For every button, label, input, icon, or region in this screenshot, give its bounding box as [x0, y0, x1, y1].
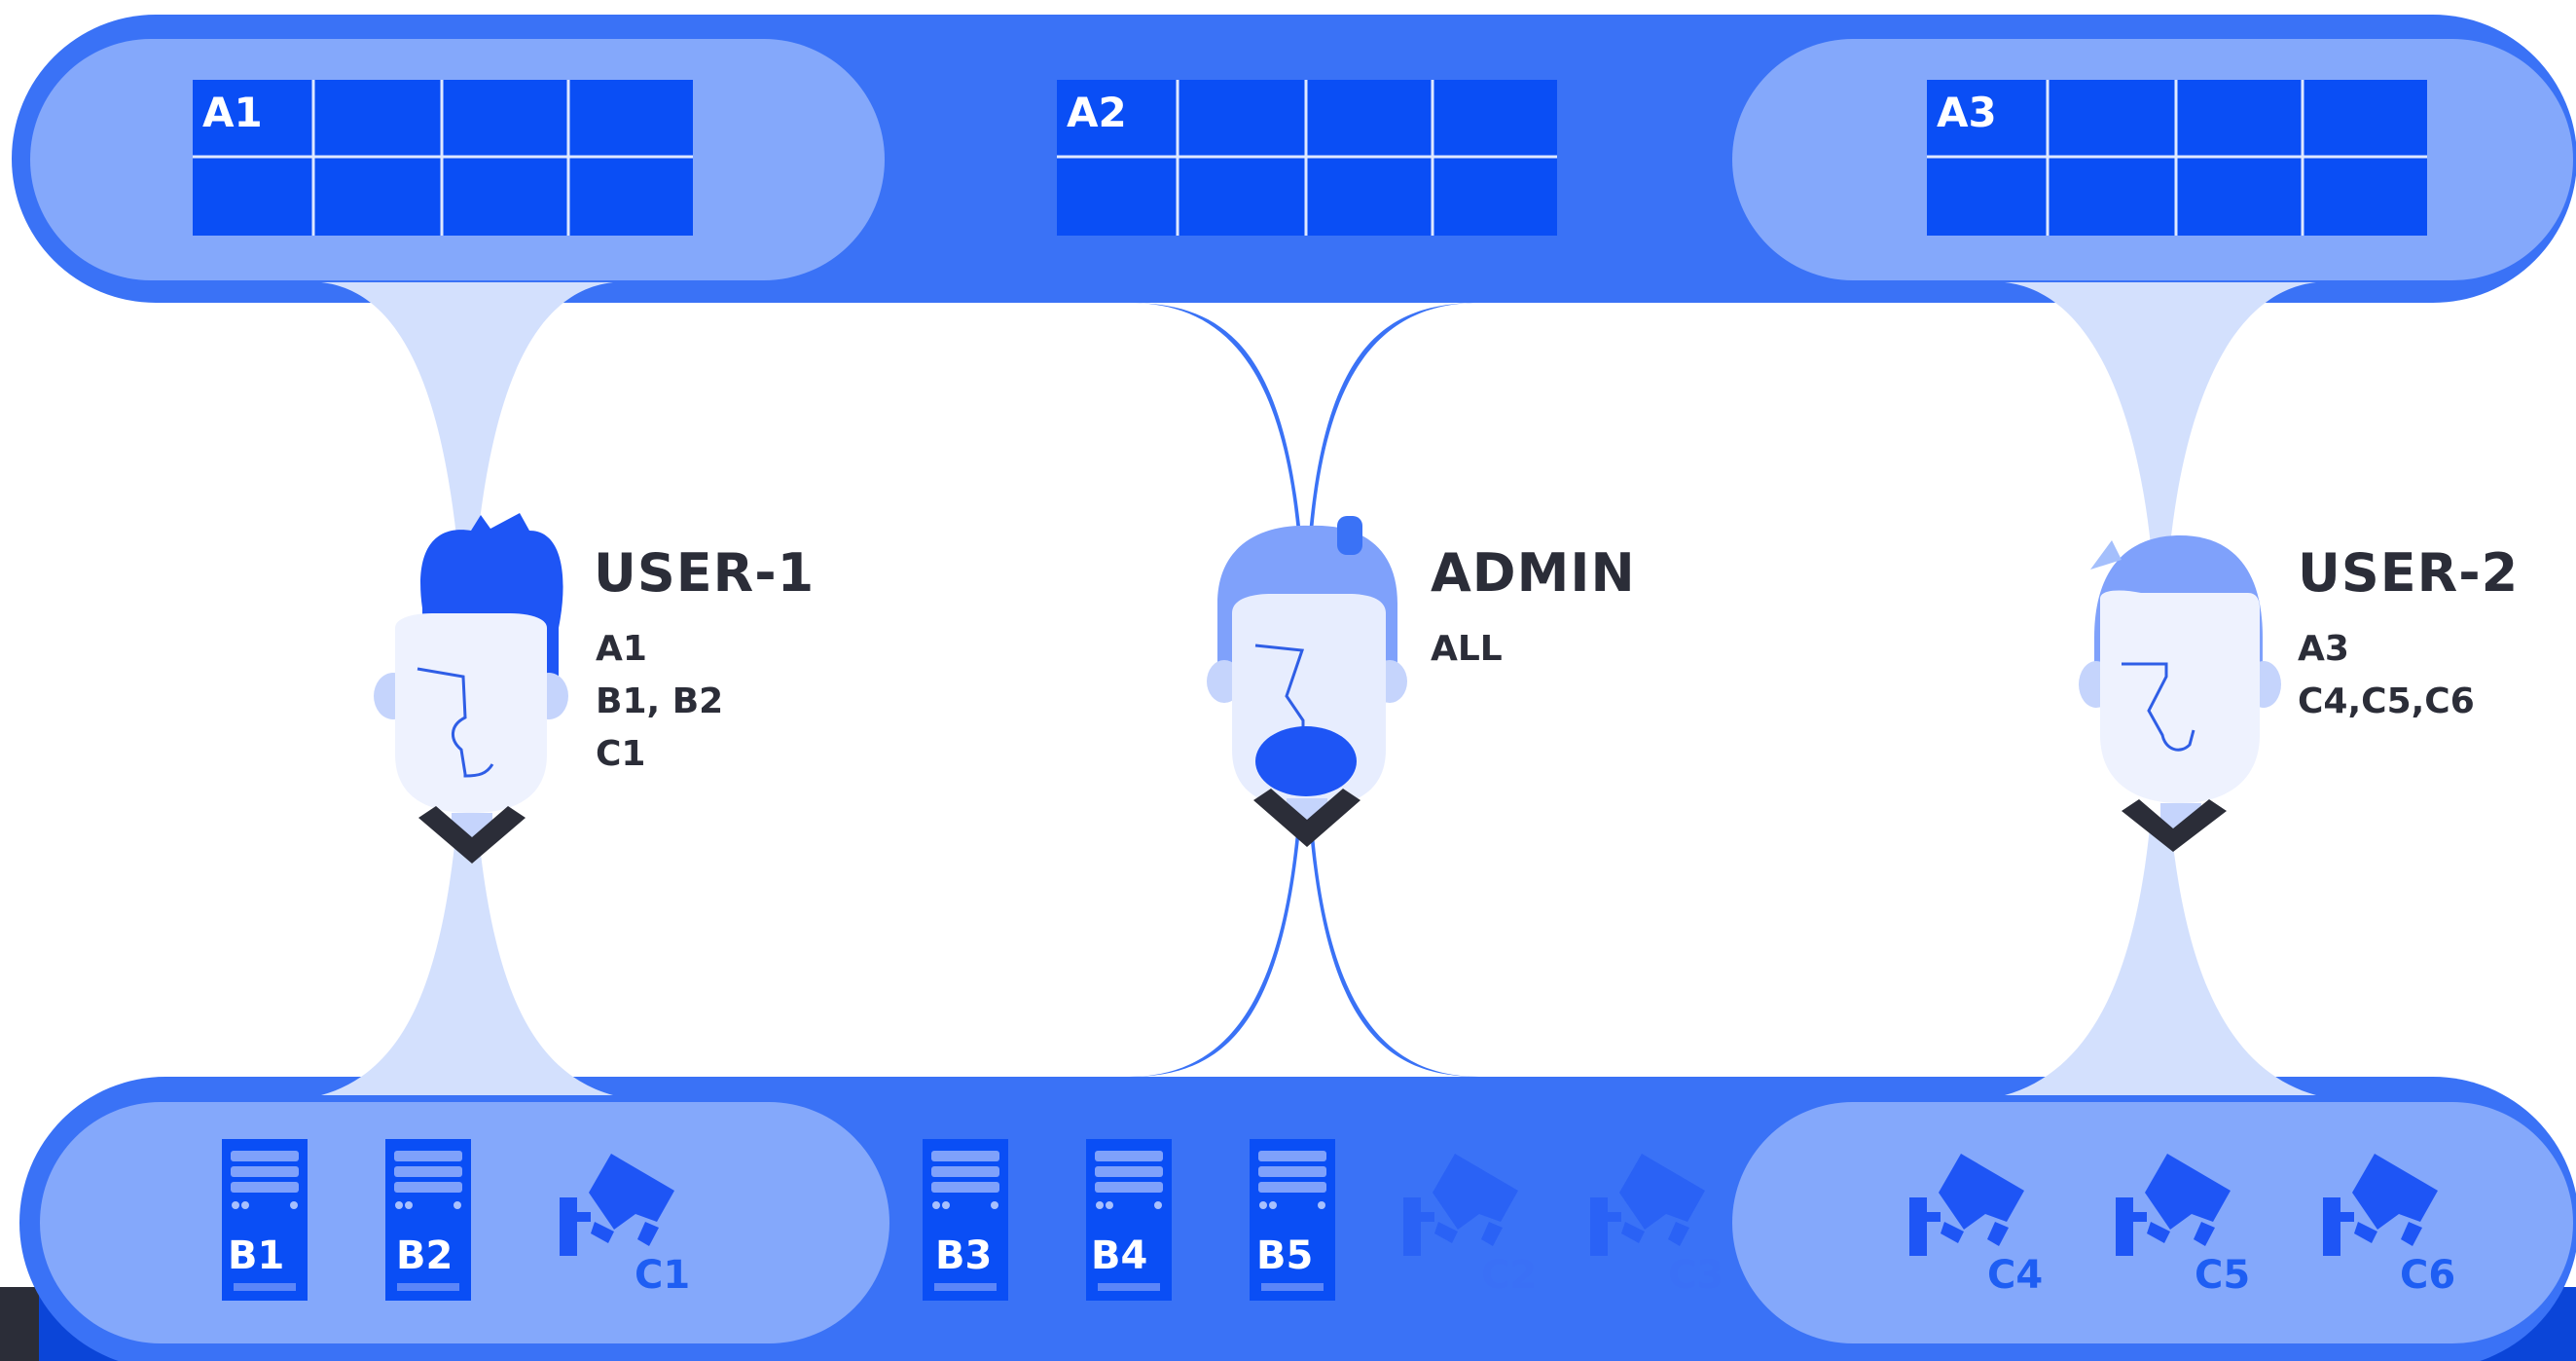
- server-b5-label: B5: [1256, 1236, 1313, 1275]
- camera-c1-label: C1: [635, 1256, 690, 1295]
- video-wall-a2-label: A2: [1067, 92, 1127, 133]
- camera-c4-label: C4: [1987, 1256, 2043, 1295]
- video-wall-a2: [1057, 80, 1557, 236]
- video-wall-a3-label: A3: [1937, 92, 1997, 133]
- camera-c3-label: C3: [1668, 1256, 1723, 1295]
- user1-name: USER-1: [594, 547, 815, 600]
- server-b2-label: B2: [396, 1236, 453, 1275]
- video-wall-a1: [193, 80, 693, 236]
- camera-c5-label: C5: [2195, 1256, 2250, 1295]
- permission-line: B1, B2: [596, 676, 723, 728]
- permission-line: A1: [596, 623, 723, 676]
- permission-line: ALL: [1431, 623, 1503, 676]
- server-b4-label: B4: [1091, 1236, 1147, 1275]
- permission-line: C4,C5,C6: [2298, 676, 2475, 728]
- permission-line: A3: [2298, 623, 2475, 676]
- user2-avatar: [2079, 535, 2281, 852]
- user2-beam: [2005, 282, 2316, 545]
- server-b3-label: B3: [935, 1236, 992, 1275]
- user1-avatar: [374, 513, 568, 864]
- user1-beam: [321, 282, 613, 545]
- admin-permissions: ALL: [1431, 623, 1503, 676]
- user2-permissions: A3 C4,C5,C6: [2298, 623, 2475, 728]
- video-wall-a1-label: A1: [202, 92, 263, 133]
- video-wall-a3: [1927, 80, 2427, 236]
- camera-c2-label: C2: [1481, 1256, 1537, 1295]
- user1-permissions: A1 B1, B2 C1: [596, 623, 723, 781]
- admin-name: ADMIN: [1431, 547, 1636, 600]
- server-b1-label: B1: [228, 1236, 284, 1275]
- camera-c6-label: C6: [2400, 1256, 2455, 1295]
- user2-name: USER-2: [2298, 547, 2519, 600]
- permission-line: C1: [596, 728, 723, 781]
